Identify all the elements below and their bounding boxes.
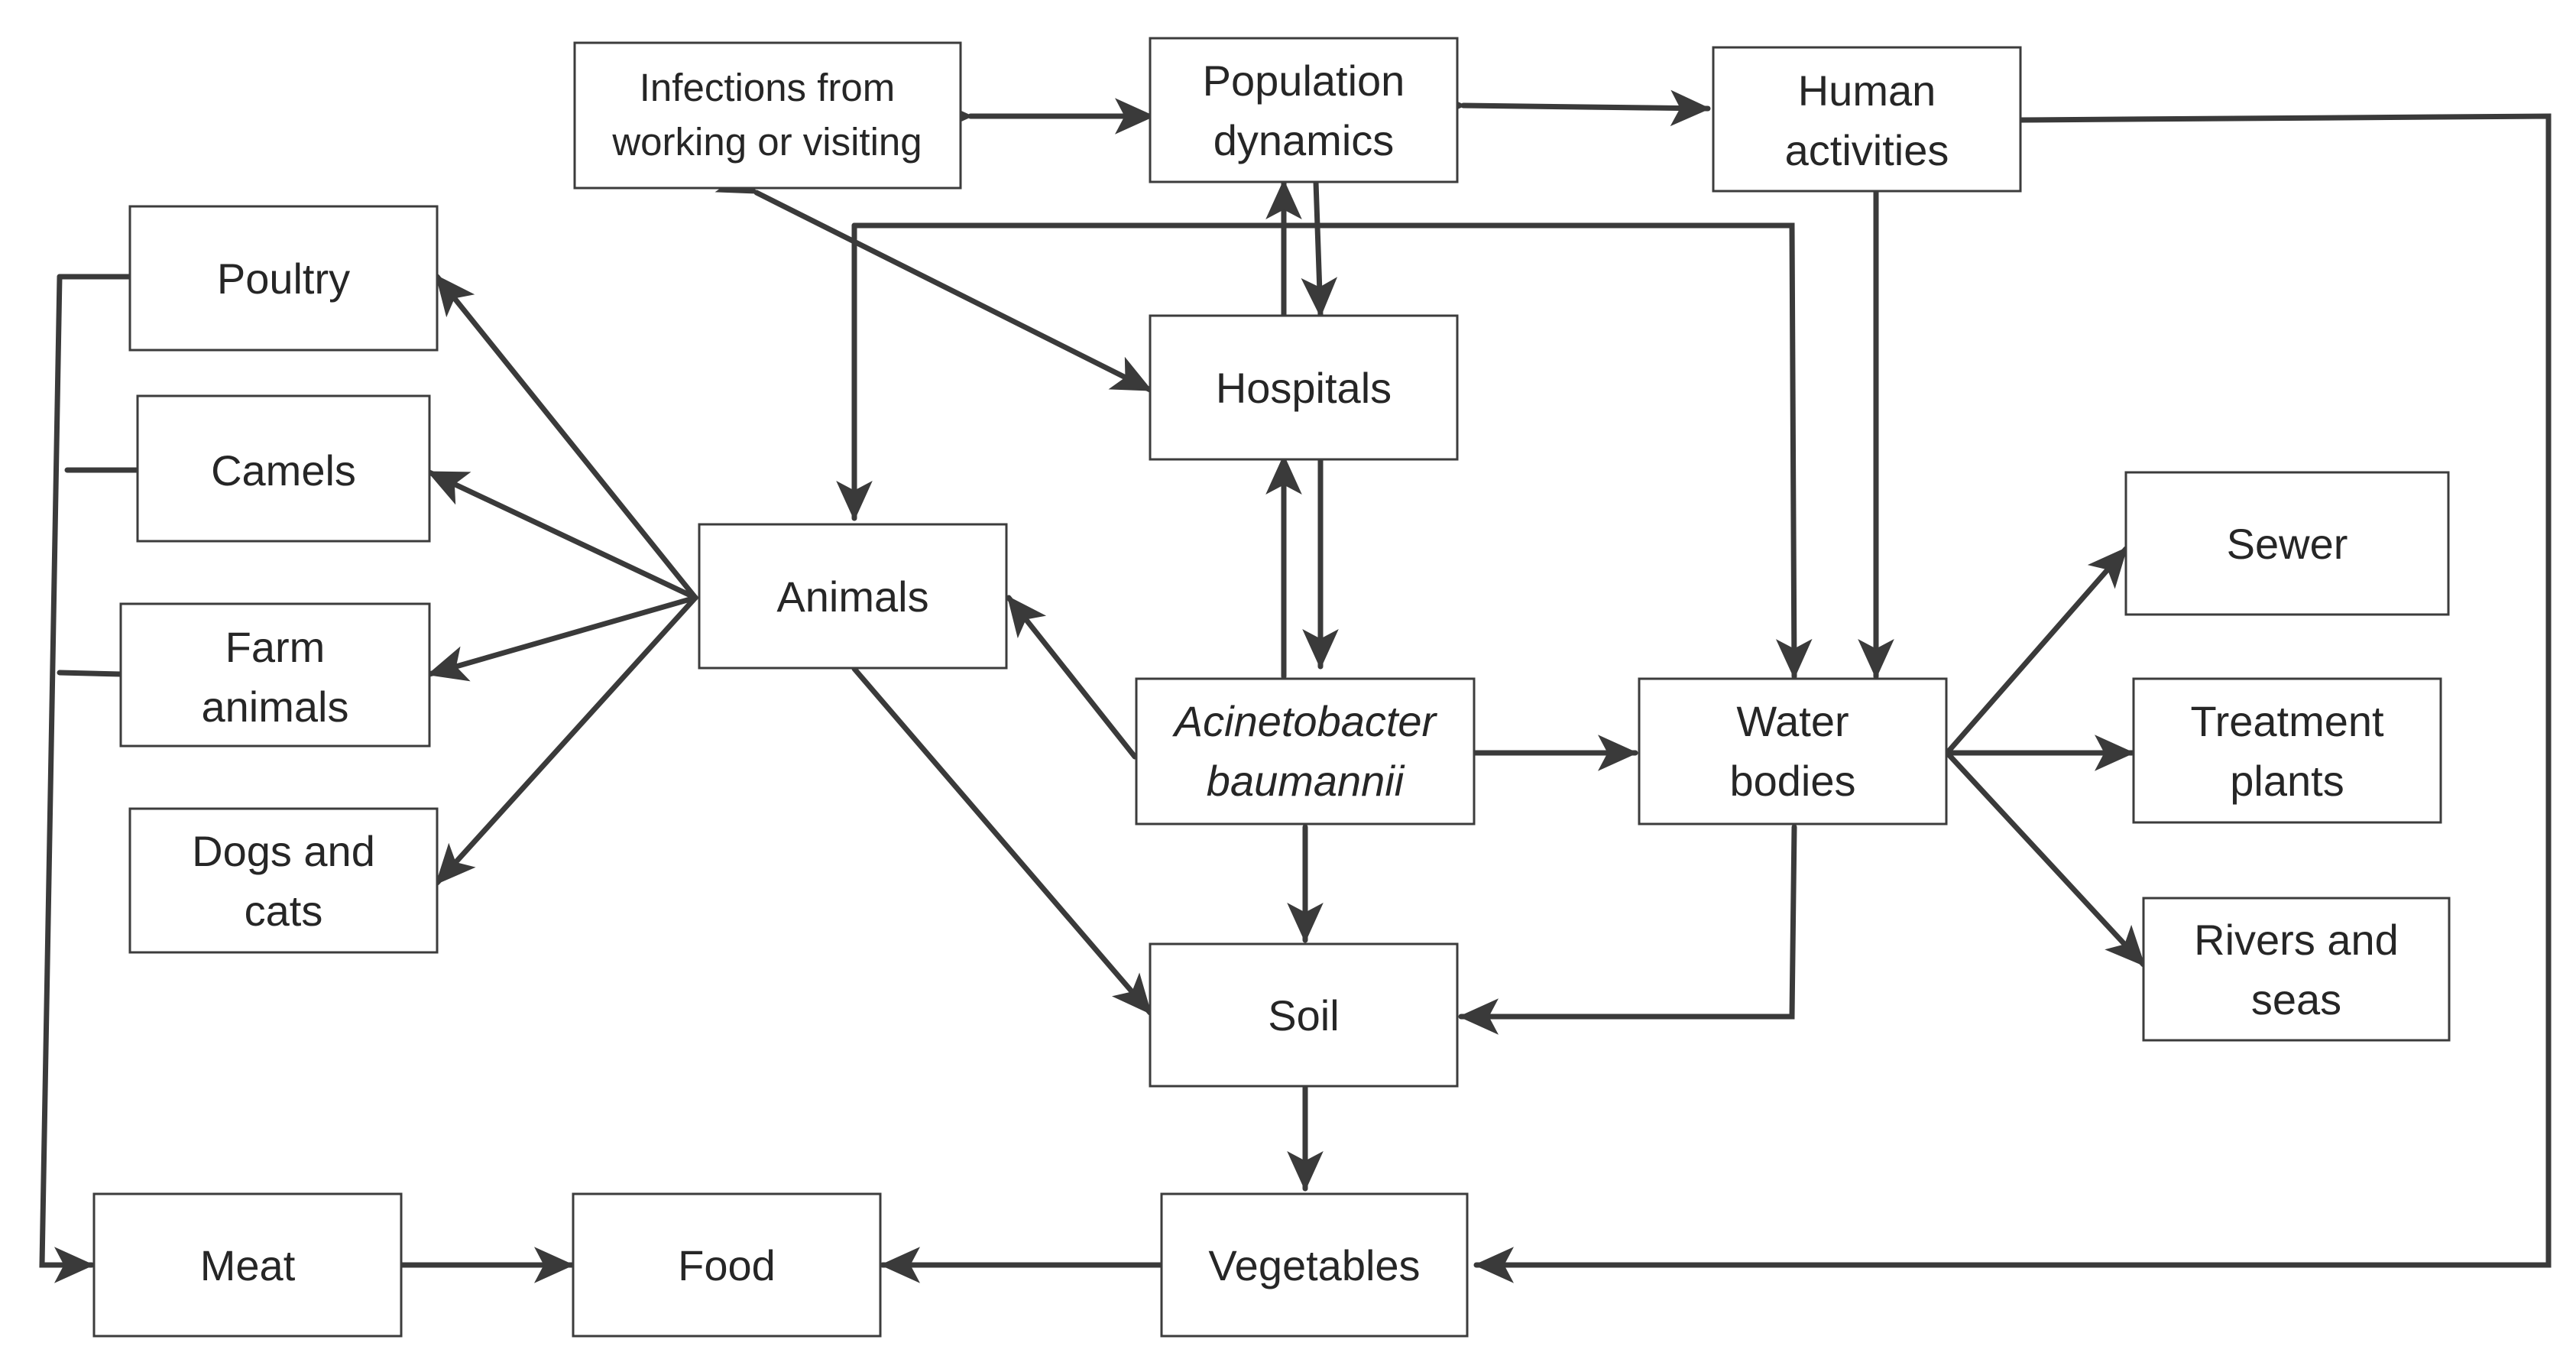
node-meat: Meat xyxy=(92,1192,403,1338)
nodes: Infections from working or visiting Popu… xyxy=(92,37,2451,1338)
node-treatment: Treatment plants xyxy=(2132,677,2442,824)
node-human: Human activities xyxy=(1712,46,2022,193)
node-food-label: Food xyxy=(678,1241,776,1289)
node-population-line2: dynamics xyxy=(1213,116,1395,164)
edge-water-sewer xyxy=(1944,546,2129,756)
edge-animals-camels xyxy=(426,469,698,601)
node-hospitals-label: Hospitals xyxy=(1216,364,1392,412)
node-acineto-line2: baumannii xyxy=(1207,757,1405,805)
node-soil-label: Soil xyxy=(1268,991,1339,1040)
node-farm-line2: animals xyxy=(202,683,349,731)
node-infections-line2: working or visiting xyxy=(611,120,922,164)
node-poultry: Poultry xyxy=(128,205,439,352)
node-population: Population dynamics xyxy=(1149,37,1459,183)
node-infections: Infections from working or visiting xyxy=(573,41,962,190)
node-vegetables: Vegetables xyxy=(1160,1192,1469,1338)
edge-animals-farm xyxy=(426,595,698,682)
node-rivers: Rivers and seas xyxy=(2142,897,2451,1042)
edge-population-hospitals xyxy=(1301,179,1338,318)
edge-human-vegetables xyxy=(1473,113,2552,1283)
edge-infections-hospitals xyxy=(714,159,1153,393)
node-dogs: Dogs and cats xyxy=(128,807,439,954)
node-animals-label: Animals xyxy=(776,572,928,621)
node-farm: Farm animals xyxy=(119,602,431,748)
node-vegetables-label: Vegetables xyxy=(1208,1241,1420,1289)
node-acineto-line1: Acinetobacter xyxy=(1172,697,1438,745)
edge-animals-dogs xyxy=(434,595,698,886)
node-water-line2: bodies xyxy=(1729,757,1855,805)
edge-animals-poultry xyxy=(434,274,698,601)
edge-water-soil xyxy=(1458,824,1797,1035)
edges xyxy=(39,86,2552,1283)
node-rivers-line1: Rivers and xyxy=(2194,916,2399,964)
node-sewer-label: Sewer xyxy=(2227,520,2348,568)
edge-acineto-animals xyxy=(1006,595,1138,760)
node-rivers-line2: seas xyxy=(2251,975,2341,1023)
edge-animals-soil xyxy=(816,628,1153,1016)
node-human-line2: activities xyxy=(1785,126,1949,174)
node-soil: Soil xyxy=(1149,942,1459,1088)
node-water-line1: Water xyxy=(1736,697,1849,745)
node-meat-label: Meat xyxy=(200,1241,296,1289)
node-food: Food xyxy=(572,1192,882,1338)
node-hospitals: Hospitals xyxy=(1149,314,1459,461)
edge-toploop-water xyxy=(851,222,1813,680)
node-farm-line1: Farm xyxy=(225,623,326,671)
node-water: Water bodies xyxy=(1638,677,1948,825)
edge-population-human xyxy=(1425,86,1711,127)
node-human-line1: Human xyxy=(1798,66,1936,115)
node-population-line1: Population xyxy=(1203,57,1405,105)
node-animals: Animals xyxy=(698,523,1008,670)
node-treatment-line2: plants xyxy=(2230,757,2344,805)
node-acinetobacter: Acinetobacter baumannii xyxy=(1135,677,1476,825)
node-camels-label: Camels xyxy=(211,446,356,495)
edge-bracket-meat xyxy=(39,274,95,1283)
edge-farm-bracket xyxy=(57,670,124,677)
node-camels: Camels xyxy=(136,394,431,543)
node-treatment-line1: Treatment xyxy=(2190,697,2384,745)
edge-water-rivers xyxy=(1944,750,2147,968)
node-poultry-label: Poultry xyxy=(217,255,350,303)
node-infections-line1: Infections from xyxy=(640,66,895,109)
node-dogs-line1: Dogs and xyxy=(192,827,375,875)
node-sewer: Sewer xyxy=(2124,471,2450,616)
node-dogs-line2: cats xyxy=(245,887,323,935)
